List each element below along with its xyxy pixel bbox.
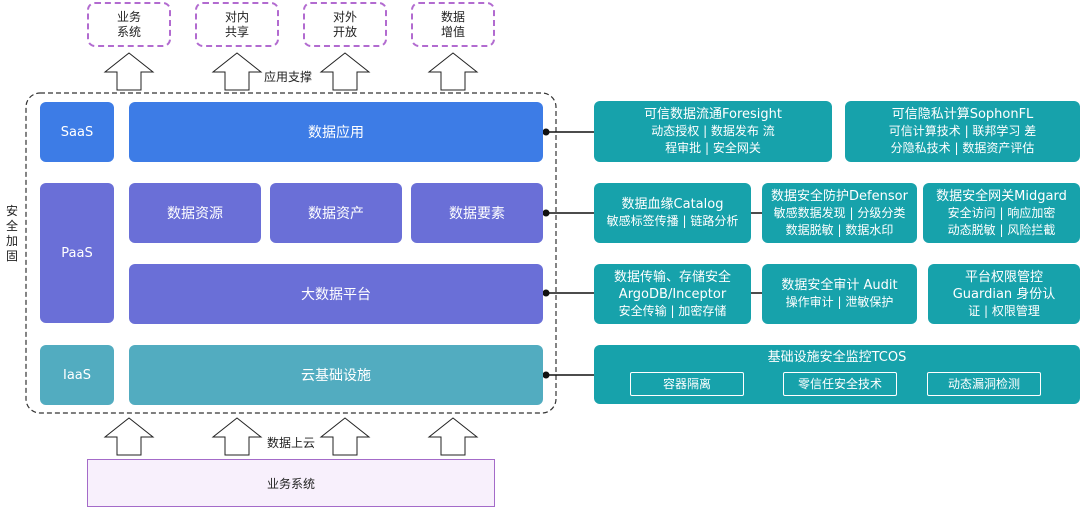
product-title: 数据安全网关Midgard (936, 188, 1067, 204)
product-desc: 数据脱敏 | 数据水印 (785, 222, 894, 237)
output-label: 对内 (224, 9, 249, 24)
product-midgard: 数据安全网关Midgard 安全访问 | 响应加密 动态脱敏 | 风险拦截 (923, 183, 1080, 243)
output-box-internal-share: 对内 共享 (195, 2, 279, 47)
chip-vulnerability-detection: 动态漏洞检测 (927, 372, 1041, 396)
up-arrow-icon (319, 52, 371, 91)
up-arrow-icon (103, 52, 155, 91)
security-label: 安 全 加 固 (4, 203, 20, 265)
product-catalog: 数据血缘Catalog 敏感标签传播 | 链路分析 (594, 183, 751, 243)
security-char: 全 (5, 219, 18, 233)
product-title: 数据传输、存储安全 (613, 269, 731, 285)
output-label: 共享 (224, 24, 249, 39)
output-label: 增值 (440, 24, 465, 39)
product-title: 数据安全审计 Audit (781, 278, 898, 293)
security-boundary (25, 92, 557, 414)
block-data-application: 数据应用 (129, 102, 543, 162)
up-arrow-icon (211, 52, 263, 91)
up-arrow-icon (427, 417, 479, 456)
output-box-business: 业务 系统 (87, 2, 171, 47)
layer-saas: SaaS (40, 102, 114, 162)
product-title: 数据血缘Catalog (621, 197, 724, 212)
product-argodb: 数据传输、存储安全 ArgoDB/Inceptor 安全传输 | 加密存储 (594, 264, 751, 324)
product-desc: 敏感标签传播 | 链路分析 (606, 214, 739, 228)
app-support-label: 应用支撑 (264, 70, 313, 84)
chip-zero-trust: 零信任安全技术 (783, 372, 897, 396)
product-title: 可信隐私计算SophonFL (891, 107, 1034, 122)
block-data-elements: 数据要素 (411, 183, 543, 243)
product-sophonfl: 可信隐私计算SophonFL 可信计算技术 | 联邦学习 差 分隐私技术 | 数… (845, 101, 1080, 162)
data-cloud-label: 数据上云 (267, 436, 316, 450)
product-guardian: 平台权限管控 Guardian 身份认 证 | 权限管理 (928, 264, 1080, 324)
product-desc: 可信计算技术 | 联邦学习 差 (888, 124, 1037, 138)
product-title: 数据安全防护Defensor (771, 188, 908, 204)
block-data-assets: 数据资产 (270, 183, 402, 243)
security-char: 加 (5, 234, 18, 248)
output-label: 系统 (116, 24, 141, 39)
up-arrow-icon (103, 417, 155, 456)
output-box-data-value: 数据 增值 (411, 2, 495, 47)
up-arrow-icon (211, 417, 263, 456)
product-desc: 动态授权 | 数据发布 流 (651, 124, 775, 138)
output-label: 业务 (116, 9, 141, 24)
output-label: 数据 (440, 9, 465, 24)
layer-iaas: IaaS (40, 345, 114, 405)
block-cloud-infrastructure: 云基础设施 (129, 345, 543, 405)
product-title: ArgoDB/Inceptor (618, 286, 727, 302)
product-desc: 程审批 | 安全网关 (665, 141, 761, 155)
block-data-resources: 数据资源 (129, 183, 261, 243)
chip-container-isolation: 容器隔离 (630, 372, 744, 396)
security-char: 安 (5, 204, 18, 218)
product-desc: 安全传输 | 加密存储 (618, 303, 727, 318)
product-title: 平台权限管控 (964, 269, 1043, 285)
product-tcos: 基础设施安全监控TCOS 容器隔离 零信任安全技术 动态漏洞检测 (594, 345, 1080, 404)
product-desc: 敏感数据发现 | 分级分类 (773, 205, 906, 220)
product-desc: 操作审计 | 泄敏保护 (785, 295, 894, 309)
layer-paas: PaaS (40, 183, 114, 323)
output-label: 开放 (332, 24, 357, 39)
block-big-data-platform: 大数据平台 (129, 264, 543, 324)
up-arrow-icon (427, 52, 479, 91)
up-arrow-icon (319, 417, 371, 456)
product-audit: 数据安全审计 Audit 操作审计 | 泄敏保护 (762, 264, 917, 324)
product-desc: 安全访问 | 响应加密 (947, 205, 1056, 220)
security-char: 固 (5, 249, 18, 263)
product-title: Guardian 身份认 (952, 286, 1056, 302)
bottom-business-system: 业务系统 (87, 459, 495, 507)
product-title: 基础设施安全监控TCOS (767, 349, 907, 365)
product-desc: 分隐私技术 | 数据资产评估 (890, 141, 1035, 155)
product-foresight: 可信数据流通Foresight 动态授权 | 数据发布 流 程审批 | 安全网关 (594, 101, 832, 162)
product-defensor: 数据安全防护Defensor 敏感数据发现 | 分级分类 数据脱敏 | 数据水印 (762, 183, 917, 243)
product-title: 可信数据流通Foresight (644, 107, 782, 122)
output-label: 对外 (332, 9, 357, 24)
product-desc: 证 | 权限管理 (968, 303, 1040, 318)
output-box-external-open: 对外 开放 (303, 2, 387, 47)
product-desc: 动态脱敏 | 风险拦截 (947, 222, 1056, 237)
